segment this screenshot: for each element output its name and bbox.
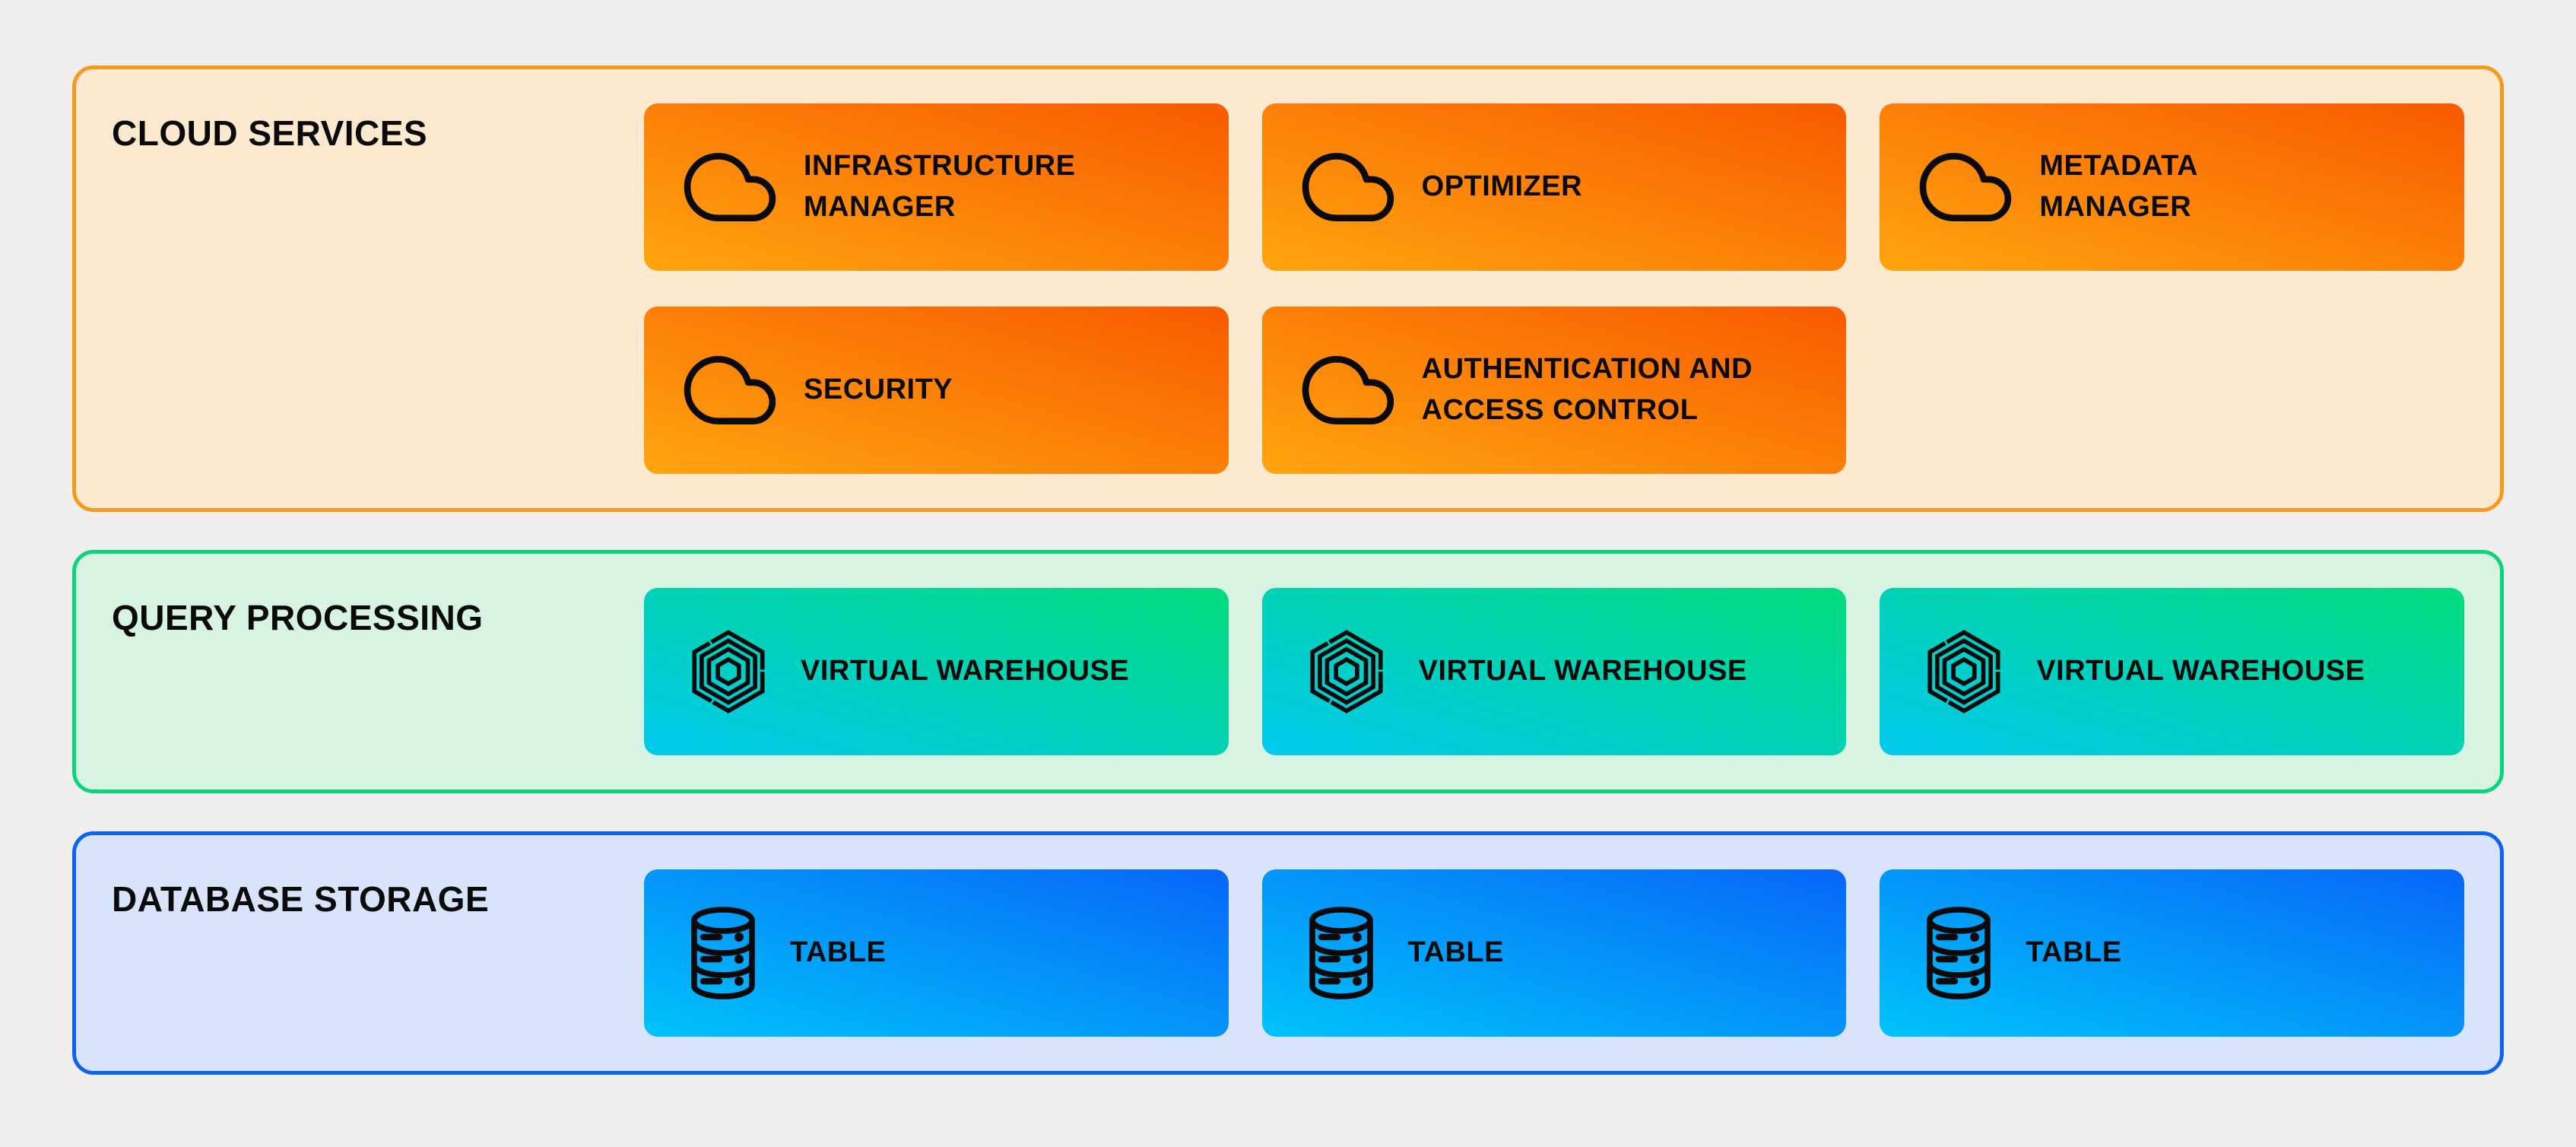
table-box-2: TABLE bbox=[1261, 869, 1847, 1037]
service-box-label: OPTIMIZER bbox=[1421, 170, 1583, 203]
cloud-icon bbox=[684, 344, 776, 437]
table-box-3: TABLE bbox=[1880, 869, 2464, 1037]
cloud-services-boxes: INFRASTRUCTURE MANAGER OPTIMIZER METADAT… bbox=[644, 103, 2464, 474]
warehouse-icon bbox=[1919, 627, 2009, 716]
section-query-processing: QUERY PROCESSING VIRTUAL WAREHOUSE bbox=[72, 550, 2504, 793]
warehouse-box-3: VIRTUAL WAREHOUSE bbox=[1880, 588, 2464, 755]
section-label-database-storage: DATABASE STORAGE bbox=[112, 879, 490, 919]
warehouse-icon bbox=[684, 627, 773, 716]
warehouse-box-1: VIRTUAL WAREHOUSE bbox=[644, 588, 1229, 755]
database-icon bbox=[1302, 904, 1381, 1002]
section-label-query-processing: QUERY PROCESSING bbox=[112, 598, 484, 637]
database-icon bbox=[1919, 904, 1998, 1002]
service-box-label: SECURITY bbox=[804, 373, 953, 406]
table-box-label: TABLE bbox=[790, 936, 887, 969]
service-box-optimizer: OPTIMIZER bbox=[1261, 103, 1847, 271]
service-box-infrastructure-manager: INFRASTRUCTURE MANAGER bbox=[644, 103, 1229, 271]
service-box-security: SECURITY bbox=[644, 307, 1229, 474]
warehouse-box-label: VIRTUAL WAREHOUSE bbox=[1418, 655, 1747, 688]
warehouse-box-label: VIRTUAL WAREHOUSE bbox=[801, 655, 1130, 688]
warehouse-box-label: VIRTUAL WAREHOUSE bbox=[2036, 655, 2365, 688]
table-box-1: TABLE bbox=[644, 869, 1229, 1037]
section-label-cloud-services: CLOUD SERVICES bbox=[112, 113, 428, 153]
service-box-metadata-manager: METADATA MANAGER bbox=[1880, 103, 2464, 271]
service-box-label: AUTHENTICATION AND ACCESS CONTROL bbox=[1421, 353, 1753, 426]
service-box-label: INFRASTRUCTURE MANAGER bbox=[804, 150, 1076, 223]
query-processing-boxes: VIRTUAL WAREHOUSE VIRTUAL WAREHOUSE bbox=[644, 588, 2464, 755]
service-box-authentication-access-control: AUTHENTICATION AND ACCESS CONTROL bbox=[1261, 307, 1847, 474]
table-box-label: TABLE bbox=[2026, 936, 2122, 969]
section-database-storage: DATABASE STORAGE bbox=[72, 831, 2504, 1075]
cloud-icon bbox=[1919, 141, 2012, 234]
database-icon bbox=[684, 904, 763, 1002]
cloud-icon bbox=[684, 141, 776, 234]
cloud-icon bbox=[1302, 141, 1394, 234]
service-box-label: METADATA MANAGER bbox=[2039, 150, 2199, 223]
warehouse-icon bbox=[1302, 627, 1391, 716]
section-cloud-services: CLOUD SERVICES INFRASTRUCTURE MANAGER OP… bbox=[72, 65, 2504, 512]
database-storage-boxes: TABLE bbox=[644, 869, 2464, 1037]
table-box-label: TABLE bbox=[1407, 936, 1504, 969]
cloud-icon bbox=[1302, 344, 1394, 437]
warehouse-box-2: VIRTUAL WAREHOUSE bbox=[1261, 588, 1847, 755]
